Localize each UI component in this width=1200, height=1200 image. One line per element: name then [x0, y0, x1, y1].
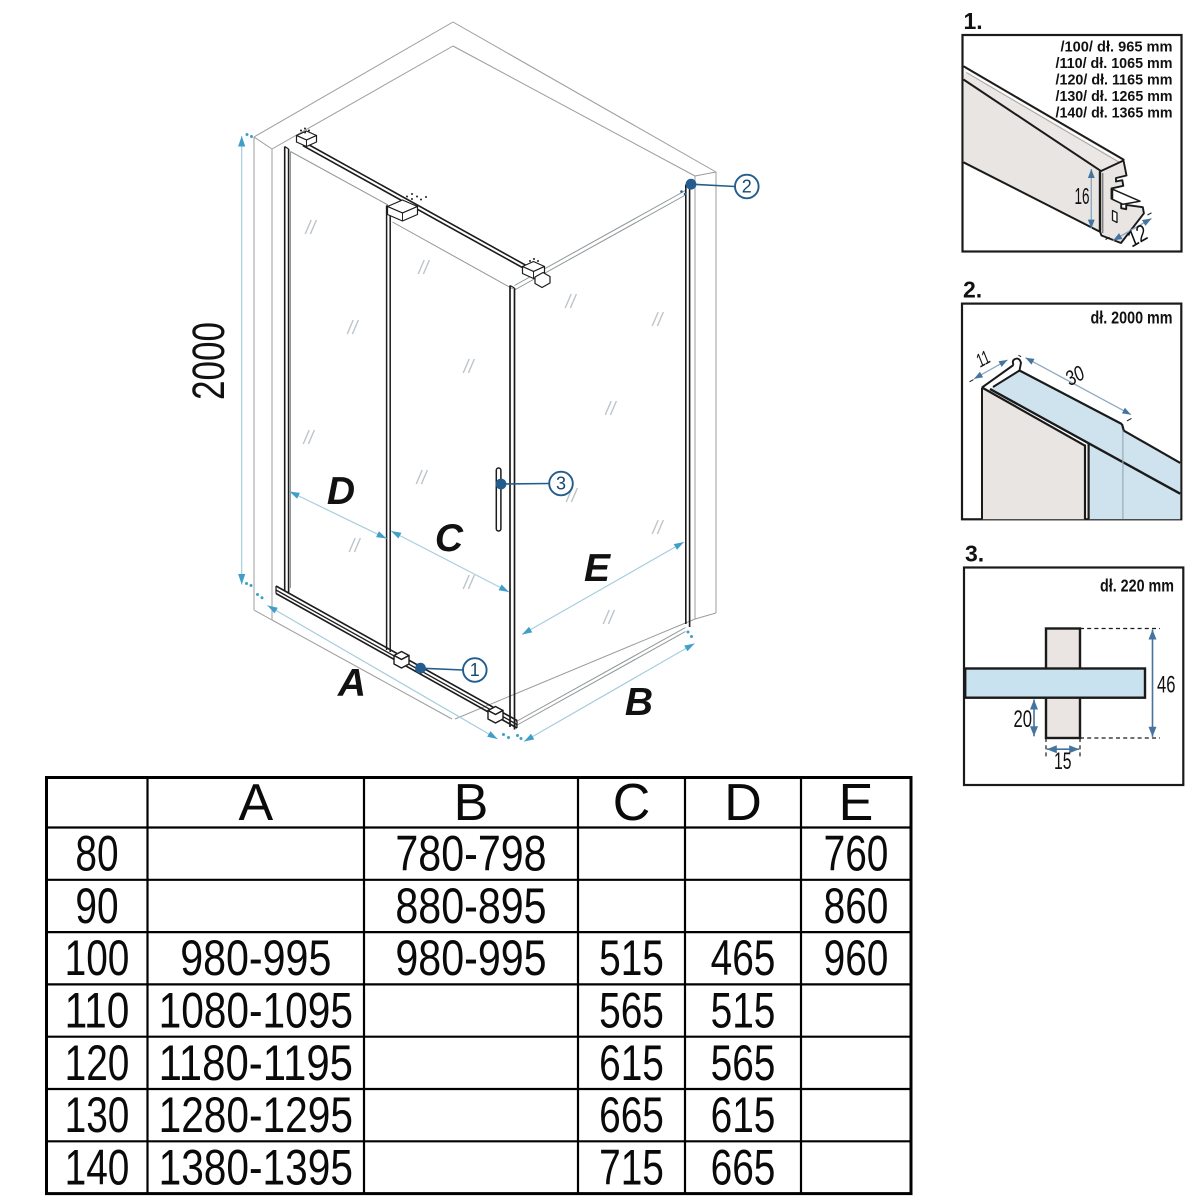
svg-text:760: 760 — [824, 826, 889, 882]
svg-text:615: 615 — [711, 1087, 776, 1143]
svg-text:15: 15 — [1054, 748, 1072, 775]
svg-text:/140/ dł. 1365 mm: /140/ dł. 1365 mm — [1056, 106, 1173, 122]
svg-text:1180-1195: 1180-1195 — [159, 1035, 353, 1091]
svg-text:465: 465 — [711, 930, 776, 986]
svg-text:120: 120 — [65, 1035, 130, 1091]
svg-text:C: C — [435, 517, 464, 560]
svg-text:A: A — [337, 662, 366, 705]
svg-text:/130/ dł. 1265 mm: /130/ dł. 1265 mm — [1056, 89, 1173, 105]
svg-text:B: B — [625, 681, 653, 724]
svg-text:515: 515 — [599, 930, 664, 986]
svg-text:1380-1395: 1380-1395 — [159, 1139, 353, 1195]
svg-text:dł. 220 mm: dł. 220 mm — [1100, 576, 1174, 596]
svg-text:980-995: 980-995 — [180, 930, 331, 986]
svg-text:1: 1 — [470, 660, 480, 680]
svg-text:130: 130 — [65, 1087, 130, 1143]
svg-text:960: 960 — [824, 930, 889, 986]
svg-text:3.: 3. — [965, 541, 984, 567]
svg-text:1080-1095: 1080-1095 — [159, 983, 353, 1039]
svg-text:46: 46 — [1157, 671, 1176, 698]
svg-text:/110/ dł. 1065 mm: /110/ dł. 1065 mm — [1056, 56, 1173, 72]
svg-text:515: 515 — [711, 983, 776, 1039]
svg-text:860: 860 — [824, 878, 889, 934]
svg-text:565: 565 — [599, 983, 664, 1039]
svg-text:980-995: 980-995 — [395, 930, 546, 986]
svg-text:C: C — [613, 774, 651, 832]
svg-text:615: 615 — [599, 1035, 664, 1091]
svg-text:2.: 2. — [963, 277, 982, 303]
svg-text:D: D — [327, 470, 355, 513]
svg-text:880-895: 880-895 — [395, 878, 546, 934]
svg-text:565: 565 — [711, 1035, 776, 1091]
svg-text:E: E — [839, 774, 874, 832]
svg-text:D: D — [724, 774, 762, 832]
svg-text:1280-1295: 1280-1295 — [159, 1087, 353, 1143]
svg-text:dł. 2000 mm: dł. 2000 mm — [1091, 308, 1173, 328]
svg-text:715: 715 — [599, 1139, 664, 1195]
svg-text:665: 665 — [599, 1087, 664, 1143]
svg-text:665: 665 — [711, 1139, 776, 1195]
svg-text:780-798: 780-798 — [395, 826, 546, 882]
svg-text:/120/ dł. 1165 mm: /120/ dł. 1165 mm — [1056, 73, 1173, 89]
svg-text:2000: 2000 — [183, 322, 234, 400]
svg-text:2: 2 — [742, 177, 752, 197]
svg-text:1.: 1. — [964, 8, 983, 34]
svg-text:E: E — [584, 547, 611, 590]
svg-text:3: 3 — [556, 474, 566, 494]
svg-text:B: B — [454, 774, 489, 832]
svg-text:140: 140 — [65, 1139, 130, 1195]
svg-text:80: 80 — [75, 826, 118, 882]
svg-text:100: 100 — [65, 930, 130, 986]
svg-text:16: 16 — [1075, 183, 1090, 209]
svg-text:110: 110 — [65, 983, 130, 1039]
svg-text:A: A — [238, 774, 273, 832]
svg-text:90: 90 — [75, 878, 118, 934]
svg-text:/100/ dł. 965 mm: /100/ dł. 965 mm — [1061, 40, 1173, 56]
svg-text:20: 20 — [1014, 706, 1033, 733]
